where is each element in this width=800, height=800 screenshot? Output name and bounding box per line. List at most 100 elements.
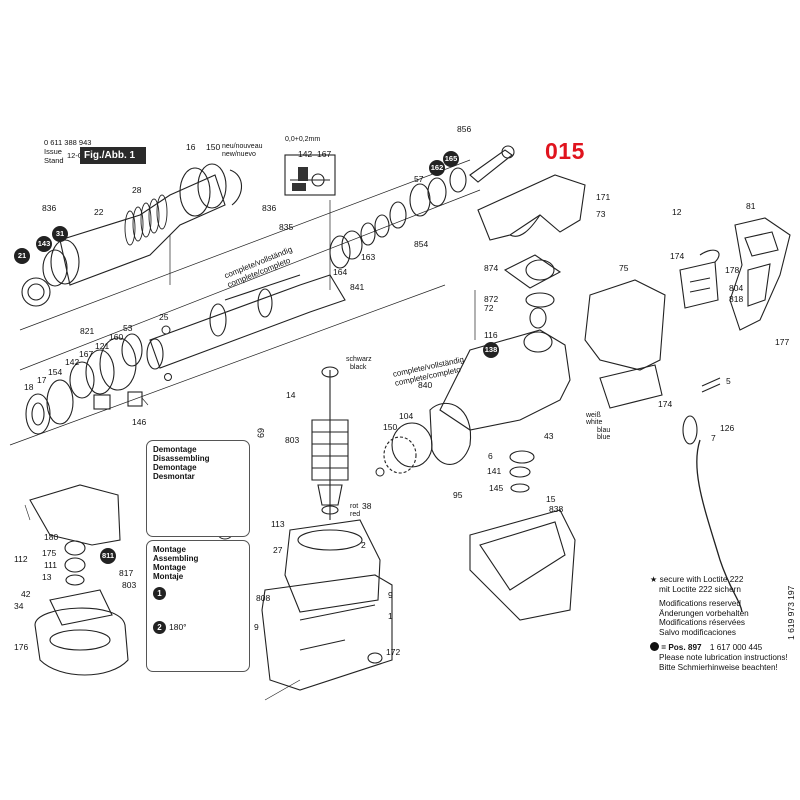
neu-label-b: new/nuevo [222,151,256,158]
part-label: 841 [350,282,365,292]
part-label: 177 [775,337,790,347]
lubrication-note-2: Bitte Schmierhinweise beachten! [659,662,778,672]
star-icon: ★ [650,575,658,584]
part-label: 13 [42,572,52,582]
modifications-2: Änderungen vorbehalten [659,608,749,618]
tolerance-label: 0,0+0,2mm [285,136,321,143]
part-label: 804 [729,283,744,293]
part-label: 167 [79,349,94,359]
part-label: 7 [711,433,716,443]
part-label: 1 [388,611,393,621]
part-label: 840 [418,380,433,390]
part-label: 38 [362,501,372,511]
badge-part: 162 [429,160,445,176]
part-label: 178 [725,265,740,275]
part-label: 113 [271,519,285,529]
part-label: 116 [484,330,498,340]
part-label: 22 [94,207,104,217]
part-label: 175 [42,548,57,558]
part-label: 808 [256,593,271,603]
part-label: 150 [206,142,221,152]
step-2-marker: 2 [153,621,166,634]
assembly-inset: Montage Assembling Montage Montaje 1 2 1… [146,540,250,672]
part-label: 111 [44,560,57,570]
part-label: 172 [386,647,401,657]
disassembly-title-2: Disassembling [153,454,210,463]
assembly-title-2: Assembling [153,554,199,563]
badge-part: 21 [14,248,30,264]
part-label: 174 [670,251,685,261]
part-label: 176 [14,642,29,652]
step-1-marker: 1 [153,587,166,600]
modifications-3: Modifications réservées [659,618,746,628]
part-label: 14 [286,390,296,400]
part-label: 856 [457,124,472,134]
part-label: 2 [361,540,366,550]
pos-label: = Pos. 897 [661,643,702,653]
badge-part: 31 [52,226,68,242]
part-label: 43 [544,431,554,441]
part-label: 95 [453,490,463,500]
figure-label: Fig./Abb. 1 [80,147,146,164]
brand-label: 015 [545,138,585,164]
modifications-1: Modifications reserved [659,598,741,608]
badge-part: 165 [443,151,459,167]
part-label: 180 [44,532,59,542]
badge-part: 143 [36,236,52,252]
part-label: 72 [484,303,494,313]
wire-red: red [350,511,361,518]
part-label: 57 [414,174,424,184]
part-label: 142 [298,149,313,159]
wire-schwarz: schwarz [346,356,372,363]
part-label: 874 [484,263,499,273]
part-label: 836 [262,203,277,213]
wire-white: white [586,419,603,426]
part-label: 15 [546,494,556,504]
part-label: 112 [14,554,28,564]
part-label: 53 [123,323,133,333]
part-label: 835 [279,222,294,232]
loctite-note-2: mit Loctite 222 sichern [659,584,741,594]
part-label: 12 [672,207,682,217]
part-label: 69 [256,427,266,438]
part-label: 872 [484,294,499,304]
pos-number: 1 617 000 445 [709,643,763,653]
part-label: 28 [132,185,142,195]
part-label: 126 [720,423,735,433]
neu-label-a: neu/nouveau [222,143,263,150]
part-label: 803 [285,435,300,445]
badge-part: 811 [100,548,116,564]
part-label: 160 [109,332,124,342]
part-label: 73 [596,209,606,219]
part-label: 174 [658,399,673,409]
part-label: 836 [42,203,57,213]
part-label: 818 [729,294,744,304]
part-label: 167 [317,149,332,159]
part-label: 854 [414,239,429,249]
wire-blau: blau [597,427,611,434]
wire-blue: blue [597,434,611,441]
part-label: 9 [388,590,393,600]
document-number: 1 619 973 197 [786,585,796,640]
part-label: 42 [21,589,31,599]
part-label: 146 [132,417,147,427]
part-label: 34 [14,601,24,611]
part-label: 104 [399,411,414,421]
lubrication-note-1: Please note lubrication instructions! [659,652,788,662]
badge-part: 138 [483,342,499,358]
disassembly-inset: Demontage Disassembling Demontage Desmon… [146,440,250,537]
part-label: 9 [254,622,259,632]
part-label: 164 [333,267,348,277]
part-label: 163 [361,252,376,262]
part-label: 18 [24,382,34,392]
rotation-angle: 180° [169,622,187,632]
assembly-title-3: Montage [153,563,186,572]
part-label: 75 [619,263,629,273]
disassembly-title-4: Desmontar [153,472,195,481]
wire-rot: rot [350,503,359,510]
lubrication-dot-icon [650,642,659,652]
disassembly-title-1: Demontage [153,445,197,454]
part-label: 81 [746,201,756,211]
part-label: 17 [37,375,47,385]
